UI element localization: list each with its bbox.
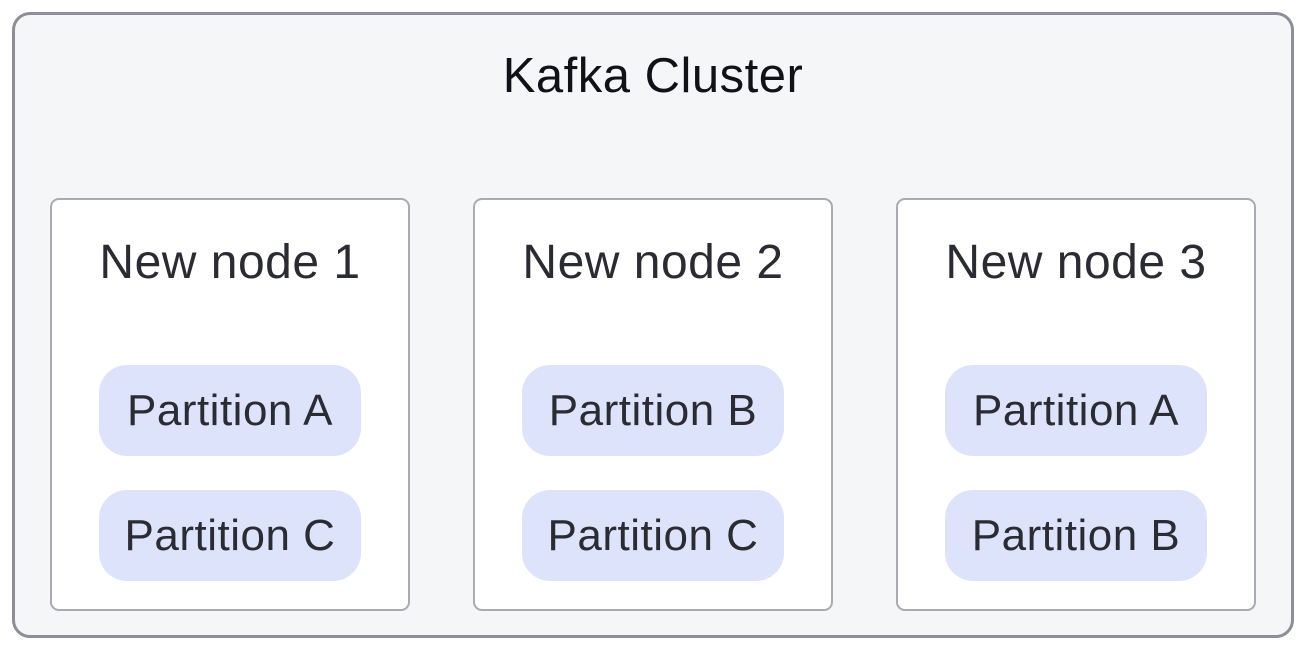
kafka-cluster-box: Kafka Cluster New node 1 Partition A Par… [12, 12, 1294, 638]
partition-pill: Partition C [99, 490, 361, 581]
node-card-3: New node 3 Partition A Partition B [896, 198, 1256, 611]
partition-pill: Partition B [945, 490, 1207, 581]
partition-pill: Partition C [522, 490, 784, 581]
partition-pill: Partition A [945, 365, 1207, 456]
node-card-1: New node 1 Partition A Partition C [50, 198, 410, 611]
node-title: New node 1 [99, 236, 361, 289]
partition-pill: Partition B [522, 365, 784, 456]
node-title: New node 3 [945, 236, 1207, 289]
nodes-row: New node 1 Partition A Partition C New n… [50, 198, 1256, 611]
cluster-title: Kafka Cluster [502, 49, 804, 103]
node-card-2: New node 2 Partition B Partition C [473, 198, 833, 611]
node-title: New node 2 [522, 236, 784, 289]
partition-pill: Partition A [99, 365, 361, 456]
